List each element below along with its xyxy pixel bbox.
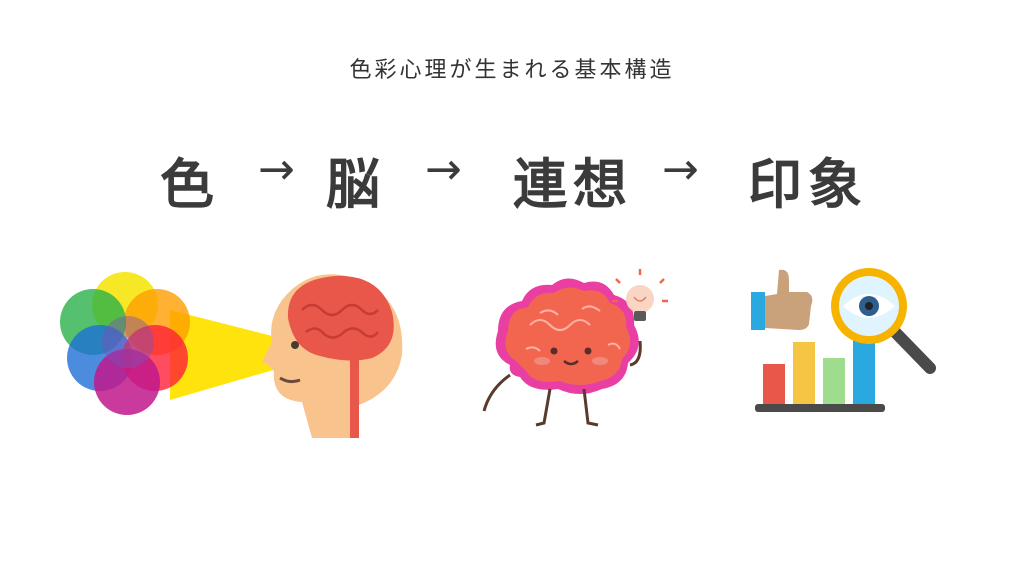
step-association-label: 連想 (513, 153, 633, 216)
color-wheel-icon (60, 272, 280, 415)
step-brain-label: 脳 (326, 153, 386, 216)
arrow-icon: → (662, 144, 699, 195)
step-impression-label: 印象 (748, 153, 868, 216)
brain-with-lightbulb-icon (482, 269, 668, 427)
page-subtitle: 色彩心理が生まれる基本構造 (349, 58, 675, 83)
process-flow: 色 → 脳 → 連想 → 印象 (0, 140, 1024, 220)
brain-lightbulb-illustration (482, 269, 668, 427)
arrow-icon: → (425, 144, 462, 195)
color-head-illustration (60, 272, 403, 438)
impression-illustration (751, 268, 936, 412)
arrow-icon: → (258, 144, 295, 195)
head-with-brain-icon (262, 274, 403, 438)
step-color-label: 色 (160, 153, 220, 216)
feedback-analysis-icon (751, 268, 936, 412)
